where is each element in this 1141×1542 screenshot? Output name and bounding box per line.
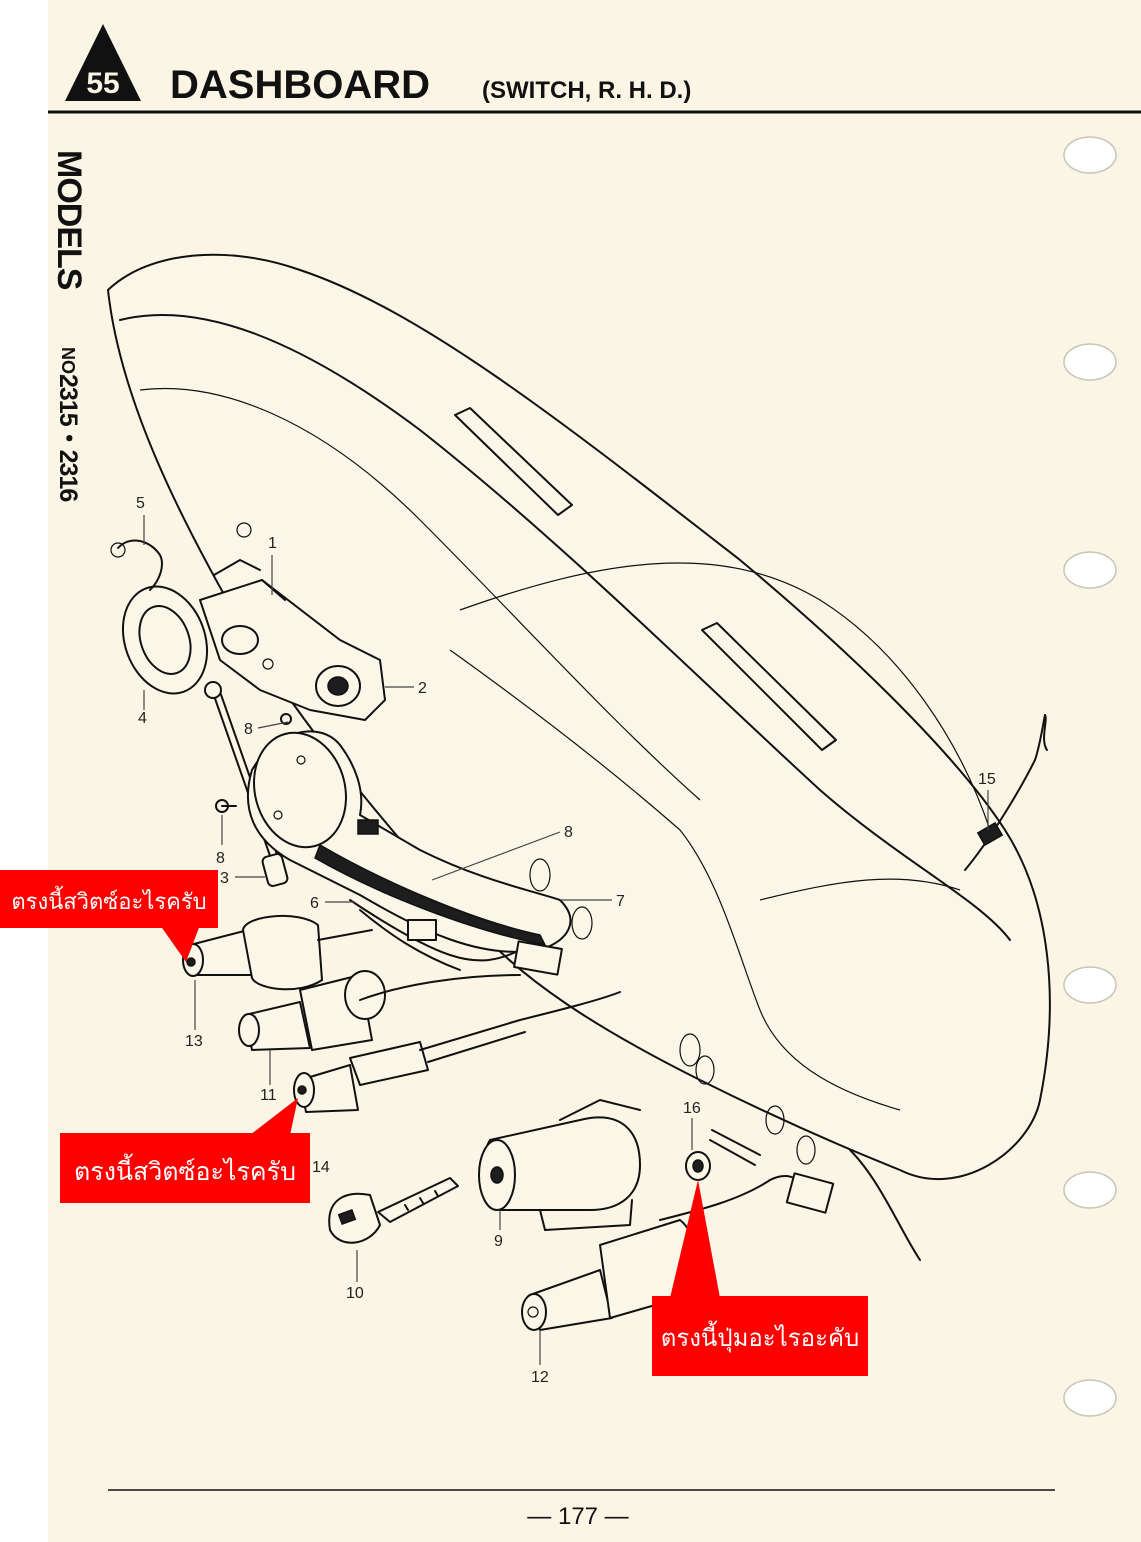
part-label-10: 10 bbox=[346, 1285, 364, 1302]
part-label-16: 16 bbox=[683, 1100, 701, 1117]
side-label-no: NO. bbox=[58, 347, 78, 379]
part-14-knob bbox=[293, 991, 621, 1113]
part-13-knob bbox=[182, 914, 373, 991]
header: 55 DASHBOARD (SWITCH, R. H. D.) bbox=[48, 24, 1141, 114]
part-1-2-switch-body bbox=[199, 559, 386, 721]
part-label-6: 6 bbox=[310, 895, 319, 912]
callout-box bbox=[60, 1133, 310, 1203]
part-16-button bbox=[685, 1129, 761, 1181]
callout-2: ตรงนี้สวิตซ์อะไรครับ bbox=[60, 1098, 310, 1203]
binder-hole bbox=[1063, 1171, 1117, 1209]
callout-1: ตรงนี้สวิตซ์อะไรครับ bbox=[0, 870, 218, 962]
part-label-4a: 4 bbox=[138, 710, 147, 727]
part-15-cable bbox=[964, 714, 1048, 871]
part-label-5: 5 bbox=[136, 495, 145, 512]
side-label-model-numbers: 2315・2316 bbox=[54, 374, 82, 501]
callout-pointer bbox=[160, 925, 200, 962]
part-labels: 5 1 2 4 8 8 15 8 3 6 7 13 11 16 14 9 10 … bbox=[136, 495, 996, 1386]
part-9-ignition-switch bbox=[478, 1099, 641, 1231]
part-label-2: 2 bbox=[418, 680, 427, 697]
part-label-12: 12 bbox=[531, 1369, 549, 1386]
callout-text: ตรงนี้ปุ่มอะไรอะคับ bbox=[661, 1320, 860, 1353]
page-title: DASHBOARD bbox=[170, 63, 430, 107]
footer: — 177 — bbox=[108, 1489, 1055, 1530]
page-number: — 177 — bbox=[527, 1503, 628, 1530]
part-6-wiring bbox=[349, 899, 563, 976]
leader-lines bbox=[143, 515, 989, 1365]
part-11-knob bbox=[238, 970, 521, 1051]
part-label-8a: 8 bbox=[244, 721, 253, 738]
callout-pointer bbox=[670, 1180, 720, 1298]
callout-3: ตรงนี้ปุ่มอะไรอะคับ bbox=[652, 1180, 868, 1376]
binder-hole bbox=[1063, 343, 1117, 381]
part-10-key bbox=[328, 1177, 459, 1244]
callout-text: ตรงนี้สวิตซ์อะไรครับ bbox=[74, 1153, 296, 1186]
part-label-3: 3 bbox=[220, 870, 229, 887]
part-label-8b: 8 bbox=[564, 824, 573, 841]
page-subtitle: (SWITCH, R. H. D.) bbox=[482, 77, 691, 104]
part-label-11: 11 bbox=[260, 1087, 277, 1104]
callout-box bbox=[652, 1296, 868, 1376]
binder-hole bbox=[1063, 1379, 1117, 1417]
part-4-ring bbox=[110, 539, 209, 695]
section-triangle-icon bbox=[65, 24, 141, 101]
part-label-8c: 8 bbox=[216, 850, 225, 867]
side-label-models: MODELS bbox=[50, 150, 88, 290]
side-label: MODELS NO. 2315・2316 bbox=[50, 150, 88, 501]
callout-pointer bbox=[250, 1098, 298, 1135]
binder-hole bbox=[1063, 966, 1117, 1004]
part-label-15: 15 bbox=[978, 771, 996, 788]
section-number: 55 bbox=[86, 67, 119, 100]
part-label-9: 9 bbox=[494, 1233, 503, 1250]
part-7-meter-housing bbox=[247, 730, 572, 953]
part-label-13: 13 bbox=[185, 1033, 203, 1050]
binder-holes bbox=[1063, 136, 1117, 1417]
binder-hole bbox=[1063, 551, 1117, 589]
callout-box bbox=[0, 870, 218, 928]
binder-hole bbox=[1063, 136, 1117, 174]
dashboard-panel bbox=[107, 253, 1051, 1261]
part-label-14: 14 bbox=[312, 1159, 330, 1176]
part-label-1: 1 bbox=[268, 535, 277, 552]
part-label-7: 7 bbox=[616, 893, 625, 910]
callout-text: ตรงนี้สวิตซ์อะไรครับ bbox=[11, 886, 206, 915]
